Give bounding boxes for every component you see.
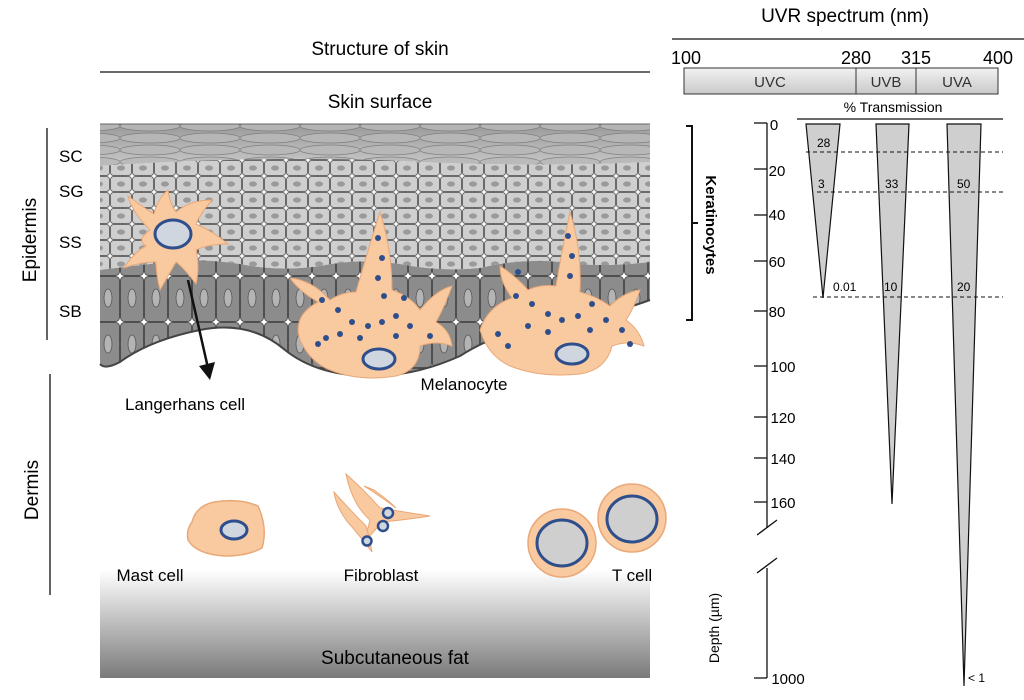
depth-axis-label: Depth (µm) (706, 593, 722, 663)
melanocyte-label: Melanocyte (421, 375, 508, 394)
uvr-title: UVR spectrum (nm) (761, 6, 929, 27)
t-cell (527, 483, 667, 578)
spectrum-band-uva (915, 67, 999, 95)
layer-sc-label: SC (59, 147, 83, 166)
uvb-transmission-wedge (875, 123, 910, 505)
depth-axis (754, 122, 778, 679)
depth-tick-60: 60 (769, 254, 786, 271)
fibroblast-cell (333, 472, 431, 553)
spectrum-band-uvc-label: UVC (754, 74, 786, 91)
depth-tick-1000: 1000 (771, 671, 804, 688)
uva-transmission-50: 50 (957, 177, 971, 191)
depth-tick-160: 160 (770, 495, 795, 512)
epidermis-label: Epidermis (20, 198, 41, 282)
keratinocytes-bracket (686, 125, 698, 321)
langerhans-arrowhead (199, 362, 215, 380)
depth-tick-20: 20 (769, 163, 786, 180)
spectrum-band-uvc (683, 67, 857, 95)
spectrum-tick-280: 280 (841, 48, 871, 68)
spectrum-band-uva-label: UVA (942, 74, 972, 91)
langerhans-label: Langerhans cell (125, 395, 245, 414)
spectrum-tick-100: 100 (671, 48, 701, 68)
depth-tick-140: 140 (770, 451, 795, 468)
melanocyte-cell (288, 210, 453, 379)
spectrum-tick-315: 315 (901, 48, 931, 68)
depth-dashed-lines (806, 151, 1003, 298)
layer-sg-label: SG (59, 182, 84, 201)
melanocyte-cell-2 (479, 210, 645, 376)
fibroblast-label: Fibroblast (344, 566, 419, 585)
depth-tick-0: 0 (770, 117, 778, 134)
uvc-transmission-28: 28 (817, 136, 831, 150)
uvb-transmission-33: 33 (885, 177, 899, 191)
structure-title: Structure of skin (311, 39, 448, 60)
transmission-heading: % Transmission (844, 99, 943, 115)
uva-transmission-20: 20 (957, 280, 971, 294)
uva-transmission-wedge (946, 123, 982, 687)
depth-tick-100: 100 (770, 359, 795, 376)
subcutaneous-fat-label: Subcutaneous fat (321, 648, 470, 669)
dermis-label: Dermis (22, 460, 43, 520)
uvc-transmission-wedge (805, 123, 841, 299)
layer-ss-label: SS (59, 233, 82, 252)
depth-tick-80: 80 (769, 304, 786, 321)
spectrum-band-uvb-label: UVB (871, 74, 902, 91)
subcutaneous-fat-region (100, 570, 650, 678)
uva-transmission-lt1: < 1 (968, 671, 985, 685)
keratinocytes-label: Keratinocytes (702, 175, 719, 274)
langerhans-arrow (186, 279, 210, 369)
skin-surface-label: Skin surface (328, 92, 433, 113)
langerhans-cell (122, 189, 230, 292)
spectrum-tick-400: 400 (983, 48, 1013, 68)
depth-tick-40: 40 (769, 207, 786, 224)
t-cell-label: T cell (612, 566, 652, 585)
layer-sb-label: SB (59, 302, 82, 321)
mast-cell (186, 499, 265, 557)
uvc-transmission-001: 0.01 (833, 280, 857, 294)
mast-cell-label: Mast cell (116, 566, 183, 585)
uvc-transmission-3: 3 (818, 177, 825, 191)
uvb-transmission-10: 10 (884, 280, 898, 294)
depth-tick-120: 120 (770, 410, 795, 427)
